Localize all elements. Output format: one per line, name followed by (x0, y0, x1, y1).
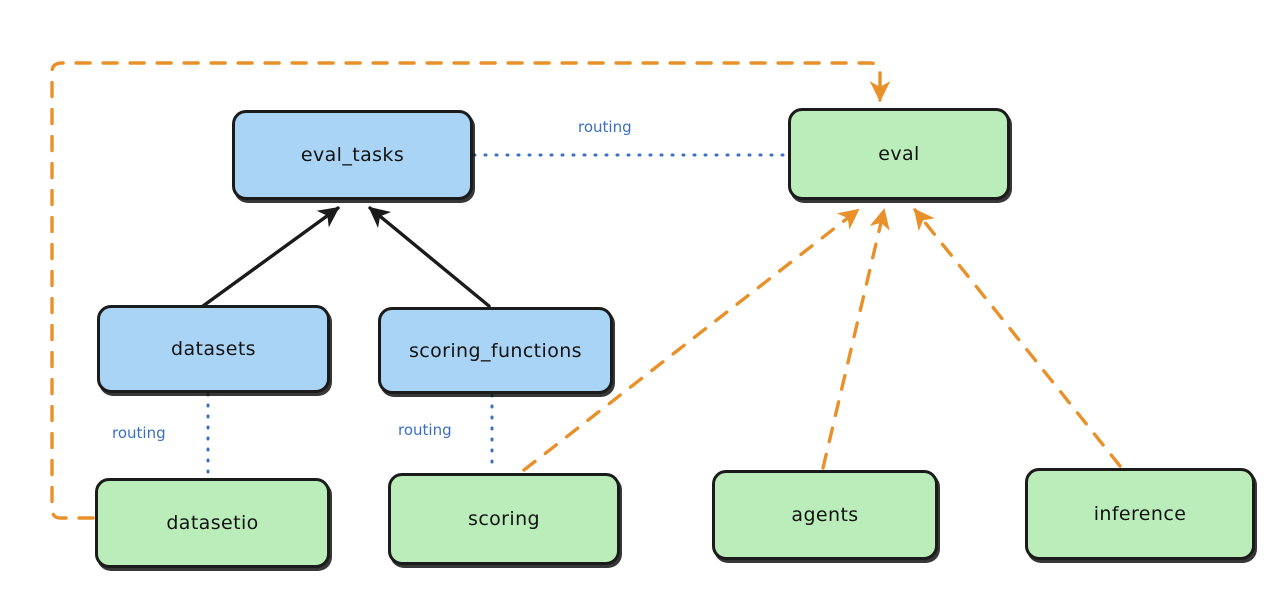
node-scoring-label: scoring (468, 508, 540, 530)
node-inference[interactable]: inference (1025, 468, 1255, 560)
node-eval[interactable]: eval (788, 108, 1010, 200)
node-scoring-functions-label: scoring_functions (409, 339, 582, 362)
node-scoring-functions[interactable]: scoring_functions (378, 307, 613, 394)
edge-datasetio-to-eval (50, 61, 891, 520)
node-datasets-label: datasets (171, 338, 256, 360)
edge-label-routing-eval-tasks-eval: routing (578, 118, 632, 136)
node-agents-label: agents (791, 504, 859, 526)
edge-scoring-functions-to-eval-tasks (368, 206, 491, 308)
node-scoring[interactable]: scoring (388, 473, 620, 565)
edge-label-routing-scoring-functions-scoring: routing (398, 421, 452, 439)
node-eval-tasks[interactable]: eval_tasks (232, 110, 473, 200)
node-agents[interactable]: agents (712, 470, 938, 560)
edge-agents-to-eval (821, 208, 890, 470)
node-eval-label: eval (878, 143, 920, 165)
edge-datasets-to-eval-tasks (201, 206, 340, 308)
node-datasetio[interactable]: datasetio (95, 478, 330, 568)
edge-label-routing-datasets-datasetio: routing (112, 424, 166, 442)
edge-scoring-to-eval (522, 208, 860, 472)
node-inference-label: inference (1093, 503, 1187, 525)
node-datasets[interactable]: datasets (97, 305, 330, 393)
node-datasetio-label: datasetio (166, 512, 259, 534)
edge-inference-to-eval (913, 208, 1122, 468)
node-eval-tasks-label: eval_tasks (300, 144, 405, 166)
